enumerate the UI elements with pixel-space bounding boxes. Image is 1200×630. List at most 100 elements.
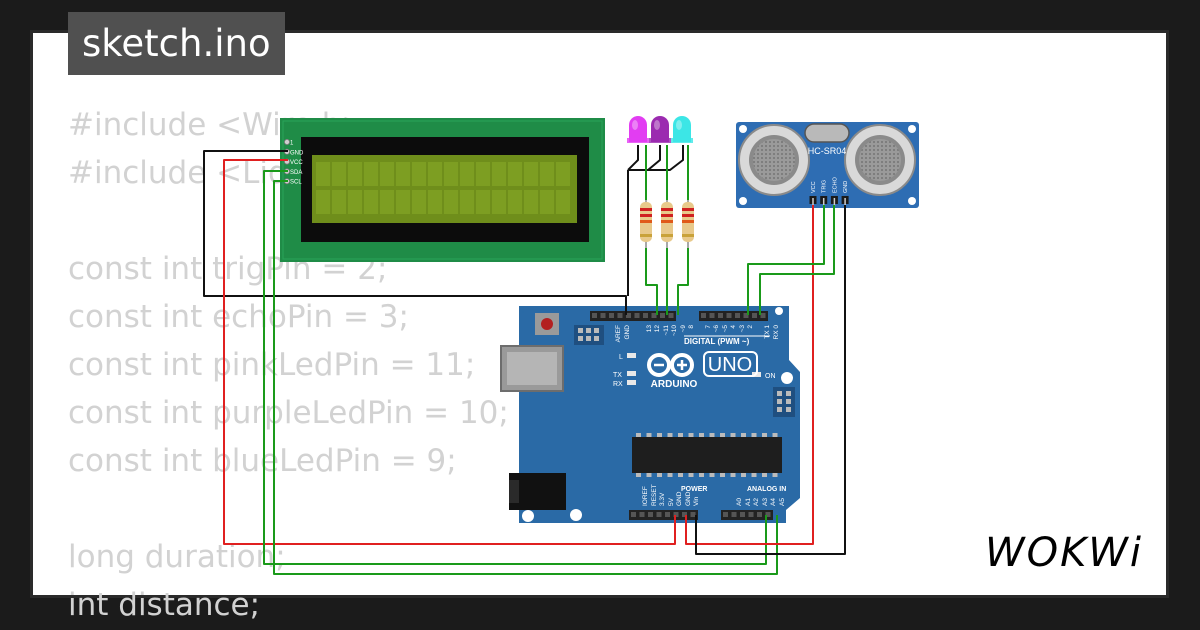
lcd-char-cell: [348, 162, 362, 186]
header-socket[interactable]: [740, 512, 745, 517]
header-socket[interactable]: [757, 512, 762, 517]
header-socket[interactable]: [639, 512, 645, 517]
lcd-char-cell: [556, 190, 570, 214]
header-socket[interactable]: [701, 313, 706, 318]
code-line: const int purpleLedPin = 10;: [68, 395, 509, 431]
header-socket[interactable]: [668, 313, 674, 318]
header-socket[interactable]: [648, 512, 653, 517]
header-socket[interactable]: [609, 313, 614, 318]
digital-header: [590, 311, 768, 321]
header-socket[interactable]: [690, 512, 696, 517]
header-socket[interactable]: [718, 313, 723, 318]
lcd-char-cell: [492, 190, 506, 214]
code-line: const int pinkLedPin = 11;: [68, 347, 476, 383]
power-header: [629, 510, 698, 520]
tx-led: [627, 371, 636, 376]
rx-led: [627, 380, 636, 385]
pin-label: ~9: [680, 325, 687, 333]
lcd-char-cell: [460, 162, 474, 186]
lcd-char-cell: [364, 190, 378, 214]
header-socket[interactable]: [709, 313, 715, 318]
header-socket[interactable]: [643, 313, 648, 318]
lcd-pin-label: VCC: [290, 160, 303, 166]
lcd-cells: [316, 162, 570, 214]
mount-hole: [775, 307, 783, 315]
code-line: const int echoPin = 3;: [68, 299, 409, 335]
uno-label: UNO: [708, 354, 752, 376]
wire-sensor-gnd: [695, 205, 846, 555]
lcd-char-cell: [364, 162, 378, 186]
rx-led-label: RX: [613, 381, 623, 388]
header-socket[interactable]: [634, 313, 640, 318]
header-socket[interactable]: [656, 512, 662, 517]
header-socket[interactable]: [631, 512, 636, 517]
header-socket[interactable]: [760, 313, 766, 318]
lcd-char-cell: [444, 162, 458, 186]
header-socket[interactable]: [617, 313, 623, 318]
header-socket[interactable]: [682, 512, 687, 517]
on-led-label: ON: [765, 373, 776, 380]
resistor[interactable]: [661, 195, 673, 250]
header-socket[interactable]: [660, 313, 665, 318]
file-name-tab[interactable]: sketch.ino: [68, 12, 285, 75]
pin-label: 12: [654, 325, 661, 333]
led-purple[interactable]: [649, 116, 671, 143]
header-socket[interactable]: [665, 512, 670, 517]
resistor[interactable]: [640, 195, 652, 250]
wire-sensor-trig: [747, 205, 825, 315]
arduino-label: ARDUINO: [651, 379, 698, 390]
pin-label: ~11: [663, 325, 670, 336]
pin-label: 4: [730, 325, 737, 329]
pin-label: A4: [770, 498, 777, 506]
wire-sensor-echo: [759, 205, 835, 315]
mount-hole: [570, 509, 582, 521]
pin-label: 3.3V: [659, 492, 666, 506]
pin-label: TX 1: [764, 325, 771, 339]
header-socket[interactable]: [651, 313, 657, 318]
sensor-pin-label: GND: [843, 181, 849, 193]
header-socket[interactable]: [626, 313, 631, 318]
lcd-char-cell: [524, 190, 538, 214]
pin-label: 2: [747, 325, 754, 329]
digital-label: DIGITAL (PWM ~): [684, 337, 750, 346]
lcd-char-cell: [492, 162, 506, 186]
sensor-pin-label: TRIG: [822, 180, 828, 193]
resistor-group: [640, 195, 694, 250]
lcd-char-cell: [380, 190, 394, 214]
lcd-char-cell: [476, 162, 490, 186]
pin-label: Vin: [693, 496, 700, 506]
pin-label: ~6: [713, 325, 720, 333]
header-socket[interactable]: [731, 512, 737, 517]
pin-label: RESET: [651, 484, 658, 506]
tx-led-label: TX: [613, 372, 622, 379]
header-socket[interactable]: [743, 313, 749, 318]
header-socket[interactable]: [752, 313, 757, 318]
header-socket[interactable]: [735, 313, 740, 318]
transducer-left: [738, 124, 810, 196]
header-socket[interactable]: [673, 512, 679, 517]
sensor-pin-label: VCC: [811, 181, 817, 193]
icsp-header: [574, 325, 604, 345]
led-group: [627, 116, 693, 143]
pin-label: A3: [762, 498, 769, 506]
mount-hole: [781, 372, 793, 384]
wire-pink-led: [645, 248, 658, 315]
lcd-char-cell: [396, 162, 410, 186]
pin-label: IOREF: [642, 486, 649, 506]
led-pink[interactable]: [627, 116, 649, 143]
lcd-char-cell: [428, 162, 442, 186]
led-blue[interactable]: [671, 116, 693, 143]
header-socket[interactable]: [723, 512, 728, 517]
lcd-pin[interactable]: [283, 138, 290, 145]
header-socket[interactable]: [600, 313, 606, 318]
header-socket[interactable]: [592, 313, 597, 318]
header-socket[interactable]: [765, 512, 771, 517]
header-socket[interactable]: [726, 313, 732, 318]
pin-label: GND: [685, 491, 692, 506]
resistor[interactable]: [682, 195, 694, 250]
header-socket[interactable]: [748, 512, 754, 517]
lcd-char-cell: [332, 190, 346, 214]
